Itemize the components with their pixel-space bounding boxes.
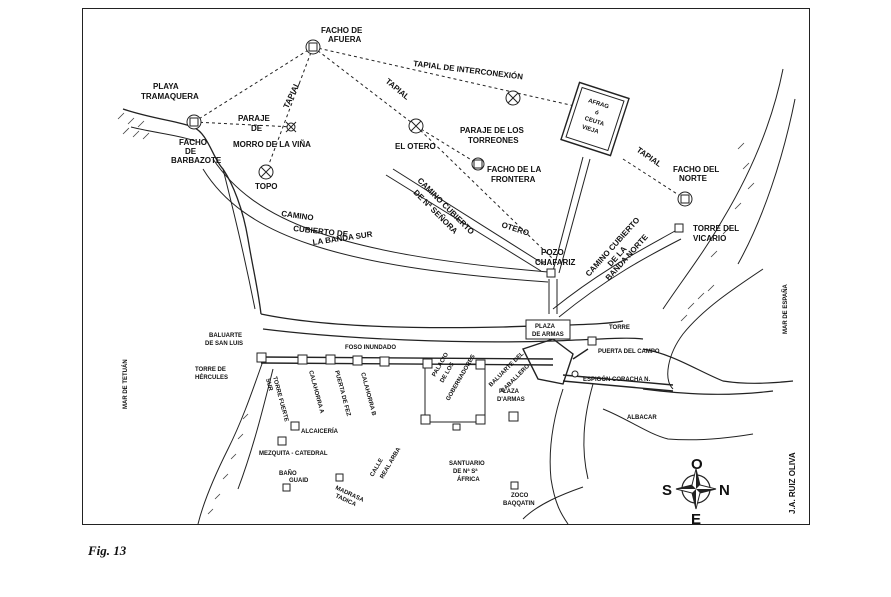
label-espigon: ESPIGÓN CORACHA N.: [583, 375, 650, 383]
label-albacar: ALBACAR: [627, 415, 657, 421]
label-paraje-morro: PARAJE: [238, 114, 271, 123]
label-mar-espana: MAR DE ESPAÑA: [782, 283, 789, 334]
label-facho-norte: FACHO DEL: [673, 165, 719, 174]
svg-text:BAQQATIN: BAQQATIN: [503, 501, 535, 507]
label-torre: TORRE: [609, 325, 630, 331]
label-calahorra-1: CALAHORRA A: [307, 370, 324, 415]
label-puerta-fez: PUERTA DE FEZ: [333, 370, 351, 417]
svg-text:SUR: SUR: [264, 378, 273, 392]
label-facho-afuera: FACHO DE: [321, 26, 363, 35]
label-santuario: SANTUARIO: [449, 461, 485, 467]
svg-text:D'ARMAS: D'ARMAS: [497, 397, 525, 403]
ceuta-historic-map: FACHO DE AFUERA TAPIAL DE INTERCONEXIÓN …: [117, 26, 797, 524]
label-playa-tramaquera: PLAYA: [153, 82, 179, 91]
label-alcaiceria: ALCAICERÍA: [301, 427, 339, 435]
label-mezquita: MEZQUITA - CATEDRAL: [259, 451, 328, 457]
afrag-box: [560, 81, 630, 157]
svg-text:VICARIO: VICARIO: [693, 234, 726, 243]
map-labels: FACHO DE AFUERA TAPIAL DE INTERCONEXIÓN …: [122, 26, 797, 514]
label-foso-inundado: FOSO INUNDADO: [345, 345, 396, 351]
label-zoco: ZOCO: [511, 493, 529, 499]
coastline: [122, 68, 796, 524]
map-frame: FACHO DE AFUERA TAPIAL DE INTERCONEXIÓN …: [82, 8, 810, 525]
label-calahorra-2: CALAHORRA B: [359, 372, 376, 417]
label-author: J.A. RUIZ OLIVA: [788, 452, 797, 514]
label-facho-frontera: FACHO DE LA: [487, 165, 541, 174]
circle-markers: [186, 39, 693, 378]
square-markers: [256, 223, 684, 492]
label-topo: TOPO: [255, 182, 278, 191]
svg-text:NORTE: NORTE: [679, 174, 708, 183]
main-wall: [260, 338, 674, 392]
svg-text:ÁFRICA: ÁFRICA: [457, 476, 480, 483]
svg-text:DE ARMAS: DE ARMAS: [532, 332, 564, 338]
label-tapial-2: TAPIAL: [384, 77, 412, 102]
svg-text:DE: DE: [251, 124, 263, 133]
svg-text:TRAMAQUERA: TRAMAQUERA: [141, 92, 199, 101]
label-mar-tetuan: MAR DE TETUÁN: [122, 359, 129, 409]
camino-cubierto-lines: [202, 156, 682, 318]
svg-text:DE Nª Sª: DE Nª Sª: [453, 468, 478, 475]
shore-hatching: [117, 112, 755, 515]
label-torre-vicario: TORRE DEL: [693, 224, 739, 233]
label-plaza-darmas: PLAZA: [499, 389, 520, 395]
label-torre-hercules: TORRE DE: [195, 367, 226, 373]
svg-text:DE SAN LUIS: DE SAN LUIS: [205, 341, 243, 347]
label-puerta-campo: PUERTA DEL CAMPO: [598, 349, 660, 355]
figure-caption: Fig. 13: [88, 543, 127, 558]
label-torre-fuerte: TORRE FUERTE: [271, 376, 289, 423]
tapial-lines: [193, 46, 686, 260]
label-tapial-1: TAPIAL: [282, 80, 302, 110]
palacio-block: [424, 363, 486, 423]
label-pozo-chafariz: POZO: [541, 248, 564, 257]
label-el-otero: EL OTERO: [395, 142, 436, 151]
label-paraje-torreones: PARAJE DE LOS: [460, 126, 525, 135]
svg-text:GUAID: GUAID: [289, 478, 309, 484]
svg-text:TORREONES: TORREONES: [468, 136, 519, 145]
svg-text:BARBAZOTE: BARBAZOTE: [171, 156, 222, 165]
compass-s: S: [662, 482, 672, 499]
plaza-armas-box: [525, 319, 571, 340]
compass-rose-icon: [675, 468, 717, 510]
label-plaza-armas: PLAZA: [535, 324, 556, 330]
svg-text:AFUERA: AFUERA: [328, 35, 362, 44]
svg-text:ó: ó: [594, 110, 600, 117]
label-baluarte-san-luis: BALUARTE: [209, 333, 242, 339]
compass-e: E: [691, 511, 701, 524]
svg-text:MORRO DE LA VIÑA: MORRO DE LA VIÑA: [233, 140, 311, 149]
label-facho-barbazote: FACHO: [179, 138, 207, 147]
svg-text:GOBERNADORES: GOBERNADORES: [446, 354, 477, 402]
svg-text:CHAFARIZ: CHAFARIZ: [535, 258, 576, 267]
compass-n: N: [719, 482, 730, 499]
label-camino-banda-sur: CAMINO: [281, 209, 314, 222]
svg-text:VIEJA: VIEJA: [581, 124, 600, 135]
label-tapial-3: TAPIAL: [635, 145, 663, 169]
svg-text:HÉRCULES: HÉRCULES: [195, 373, 228, 381]
label-tapial-interconexion: TAPIAL DE INTERCONEXIÓN: [413, 59, 524, 81]
svg-text:DE: DE: [185, 147, 197, 156]
label-bano: BAÑO: [279, 470, 297, 477]
svg-text:FRONTERA: FRONTERA: [491, 175, 536, 184]
compass-o: O: [691, 456, 703, 473]
